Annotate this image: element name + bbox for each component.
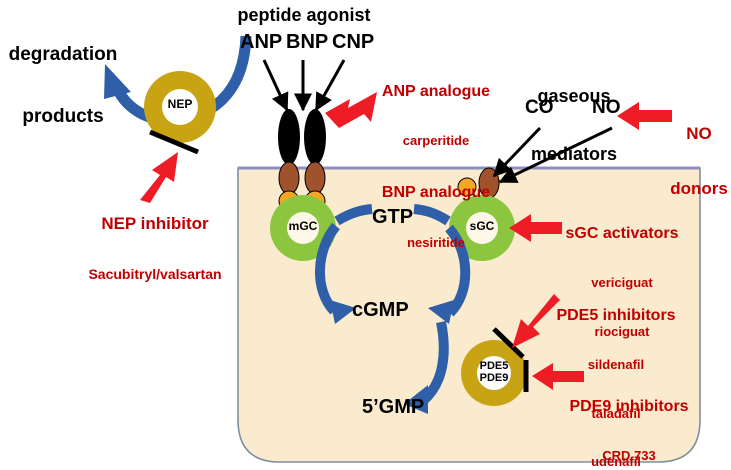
- cnp-label: CNP: [332, 31, 375, 53]
- pde5-drug-1: sildenafil: [587, 357, 645, 373]
- no-donors-callout: NO donors: [668, 88, 730, 235]
- pde9-inhibitors-heading: PDE9 inhibitors: [569, 397, 689, 415]
- sgc-activator-drug-2: riociguat: [594, 323, 650, 339]
- receptor-extracellular-right: [304, 109, 326, 165]
- cgmp-left-arc: [314, 222, 340, 315]
- pde5-drug-2: taladafil: [591, 405, 641, 421]
- bnp-analogue-drug: nesiritide: [407, 234, 465, 250]
- gmp5-label: 5’GMP: [362, 396, 425, 418]
- analogue-callout: ANP analogue carperitide BNP analogue ne…: [371, 48, 501, 284]
- sgc-ring-label: sGC: [469, 219, 495, 233]
- no-donors-red-arrow: [617, 102, 672, 130]
- sgc-activators-callout: sGC activators vericiguat riociguat: [542, 190, 702, 373]
- no-arrow: [498, 126, 613, 184]
- anp-analogue-drug: carperitide: [402, 133, 470, 149]
- pde-ring-label-line1: PDE5: [479, 360, 509, 372]
- analogue-red-arrow: [325, 92, 377, 128]
- sgc-cofactor-orange: [457, 177, 477, 197]
- pde9-inhibitors-callout: PDE9 inhibitors CRD 733: [538, 363, 720, 470]
- gmp5-arrowhead: [404, 385, 428, 414]
- gtp-right-arc: [413, 204, 451, 226]
- anp-arrow: [262, 59, 289, 112]
- cgmp-arrowhead-right: [428, 300, 454, 324]
- cnp-arrow: [314, 59, 346, 112]
- gaseous-label-line2: mediators: [530, 144, 618, 165]
- nep-inhibitor-heading: NEP inhibitor: [101, 213, 209, 233]
- cgmp-right-arc: [445, 224, 471, 317]
- pde5-inhibition-bar: [492, 327, 525, 359]
- pde-ring-label-line2: PDE9: [479, 371, 509, 384]
- gtp-label: GTP: [372, 206, 414, 228]
- pde-ring-inner: [477, 356, 511, 390]
- pde9-drug-1: CRD 733: [602, 448, 656, 464]
- sgc-activator-drug-1: vericiguat: [591, 275, 653, 291]
- sgc-activators-heading: sGC activators: [565, 224, 679, 242]
- pde5-drug-3: udenafil: [591, 454, 641, 470]
- cgmp-to-pde-arc: [420, 321, 449, 404]
- degradation-products-label: degradation products: [4, 4, 122, 168]
- mgc-ring-inner: [287, 212, 319, 244]
- pde-ring-label: PDE5 PDE9: [470, 360, 518, 384]
- receptor-extracellular-left: [278, 109, 300, 165]
- no-donors-line1: NO: [686, 123, 712, 143]
- sgc-activator-red-arrow: [509, 214, 562, 242]
- nep-ring-inner: [162, 89, 198, 125]
- pde5-inhibitors-callout: PDE5 inhibitors sildenafil taladafil ude…: [527, 272, 705, 470]
- receptor-transmembrane-right: [304, 161, 326, 195]
- pde5-inhibitor-red-arrow: [512, 294, 560, 348]
- sgc-ring-inner: [466, 212, 498, 244]
- nep-inhibitor-callout: NEP inhibitor Sacubitryl/valsartan: [55, 180, 255, 317]
- anp-label: ANP: [240, 31, 283, 53]
- nep-inhibition-bar: [149, 129, 199, 155]
- cell-body: [237, 167, 701, 463]
- nep-ring-label: NEP: [167, 97, 193, 111]
- degradation-label-line2: products: [22, 105, 104, 127]
- bnp-analogue-heading: BNP analogue: [381, 183, 491, 201]
- degradation-arrowhead: [104, 64, 131, 99]
- nep-inhibitor-drug: Sacubitryl/valsartan: [88, 266, 222, 283]
- no-donors-line2: donors: [670, 178, 728, 198]
- receptor-transmembrane-left: [278, 161, 300, 195]
- mgc-ring-label: mGC: [288, 219, 318, 233]
- pde9-inhibitor-red-arrow: [532, 363, 584, 390]
- no-label: NO: [592, 97, 621, 118]
- cgmp-label: cGMP: [352, 299, 409, 321]
- gtp-to-cgmp-left-arc: [334, 204, 373, 226]
- gaseous-label-line1: gaseous: [537, 85, 611, 106]
- co-label: CO: [525, 97, 554, 118]
- peptide-agonist-label: peptide agonist: [237, 5, 371, 25]
- gaseous-mediators-label: gaseous mediators: [514, 48, 634, 204]
- anp-analogue-heading: ANP analogue: [381, 82, 491, 100]
- cgmp-arrowhead-left: [330, 300, 356, 324]
- degradation-label-line1: degradation: [8, 44, 118, 66]
- bnp-label: BNP: [286, 31, 329, 53]
- pde5-inhibitors-heading: PDE5 inhibitors: [556, 306, 676, 324]
- nep-inhibitor-red-arrow: [140, 152, 178, 203]
